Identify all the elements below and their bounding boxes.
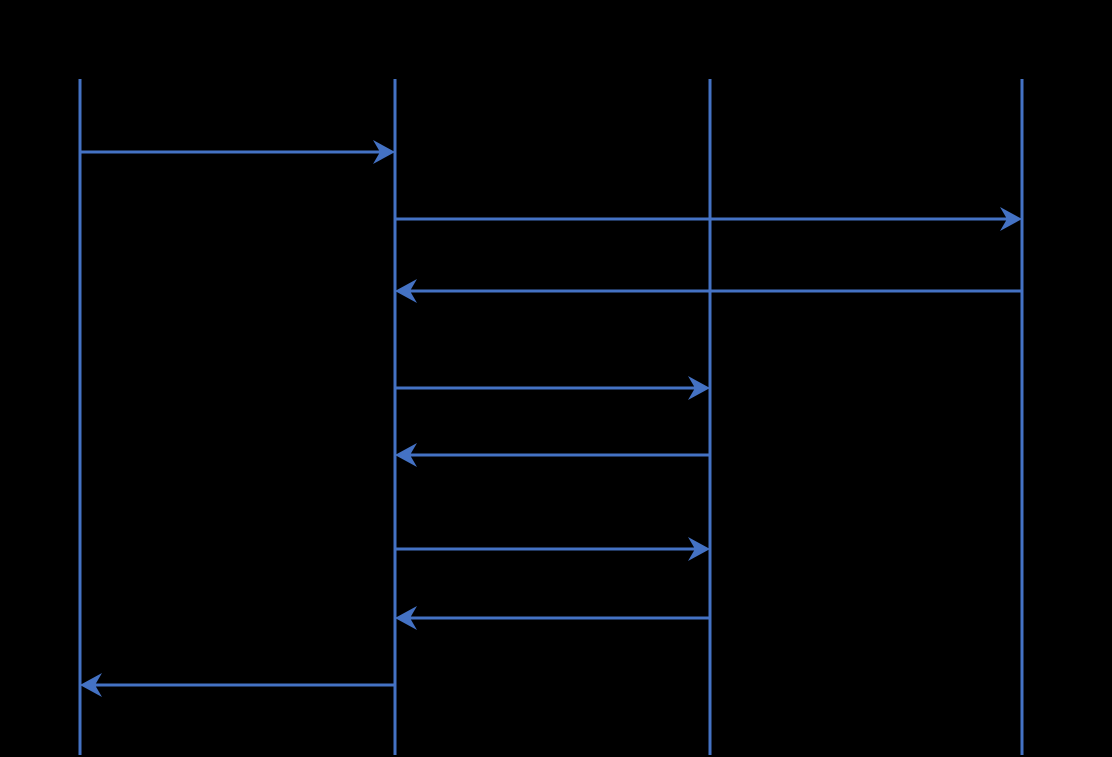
message-4-arrowhead-icon bbox=[688, 376, 710, 400]
message-8-arrowhead-icon bbox=[80, 673, 102, 697]
message-3-arrowhead-icon bbox=[395, 279, 417, 303]
message-2-arrowhead-icon bbox=[1000, 207, 1022, 231]
message-7-arrowhead-icon bbox=[395, 606, 417, 630]
message-6-arrowhead-icon bbox=[688, 537, 710, 561]
message-1-arrowhead-icon bbox=[373, 140, 395, 164]
message-5-arrowhead-icon bbox=[395, 443, 417, 467]
